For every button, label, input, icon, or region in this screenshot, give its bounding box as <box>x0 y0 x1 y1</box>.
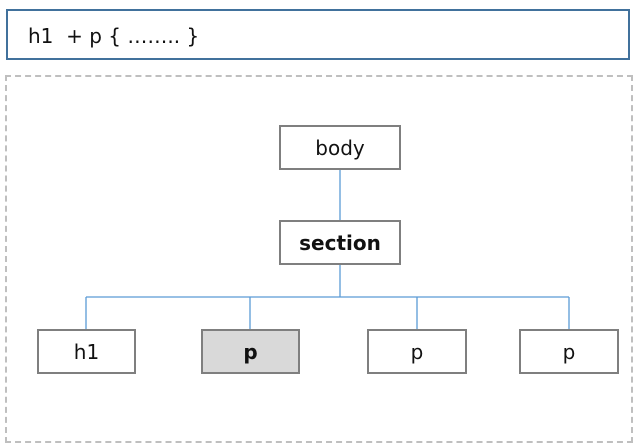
node-body-label: body <box>315 135 365 160</box>
css-selector-text: h1 + p { …….. } <box>28 24 200 48</box>
tree-frame <box>5 75 633 443</box>
node-p-second-label: p <box>410 339 424 364</box>
node-p-third: p <box>519 329 619 374</box>
node-h1: h1 <box>37 329 136 374</box>
node-h1-label: h1 <box>73 339 100 364</box>
selector-box: h1 + p { …….. } <box>6 9 630 60</box>
node-p-third-label: p <box>562 339 576 364</box>
node-p-selected: p <box>201 329 300 374</box>
node-section: section <box>279 220 401 265</box>
node-p-second: p <box>367 329 467 374</box>
node-body: body <box>279 125 401 170</box>
node-section-label: section <box>299 230 381 255</box>
node-p-selected-label: p <box>243 339 258 364</box>
